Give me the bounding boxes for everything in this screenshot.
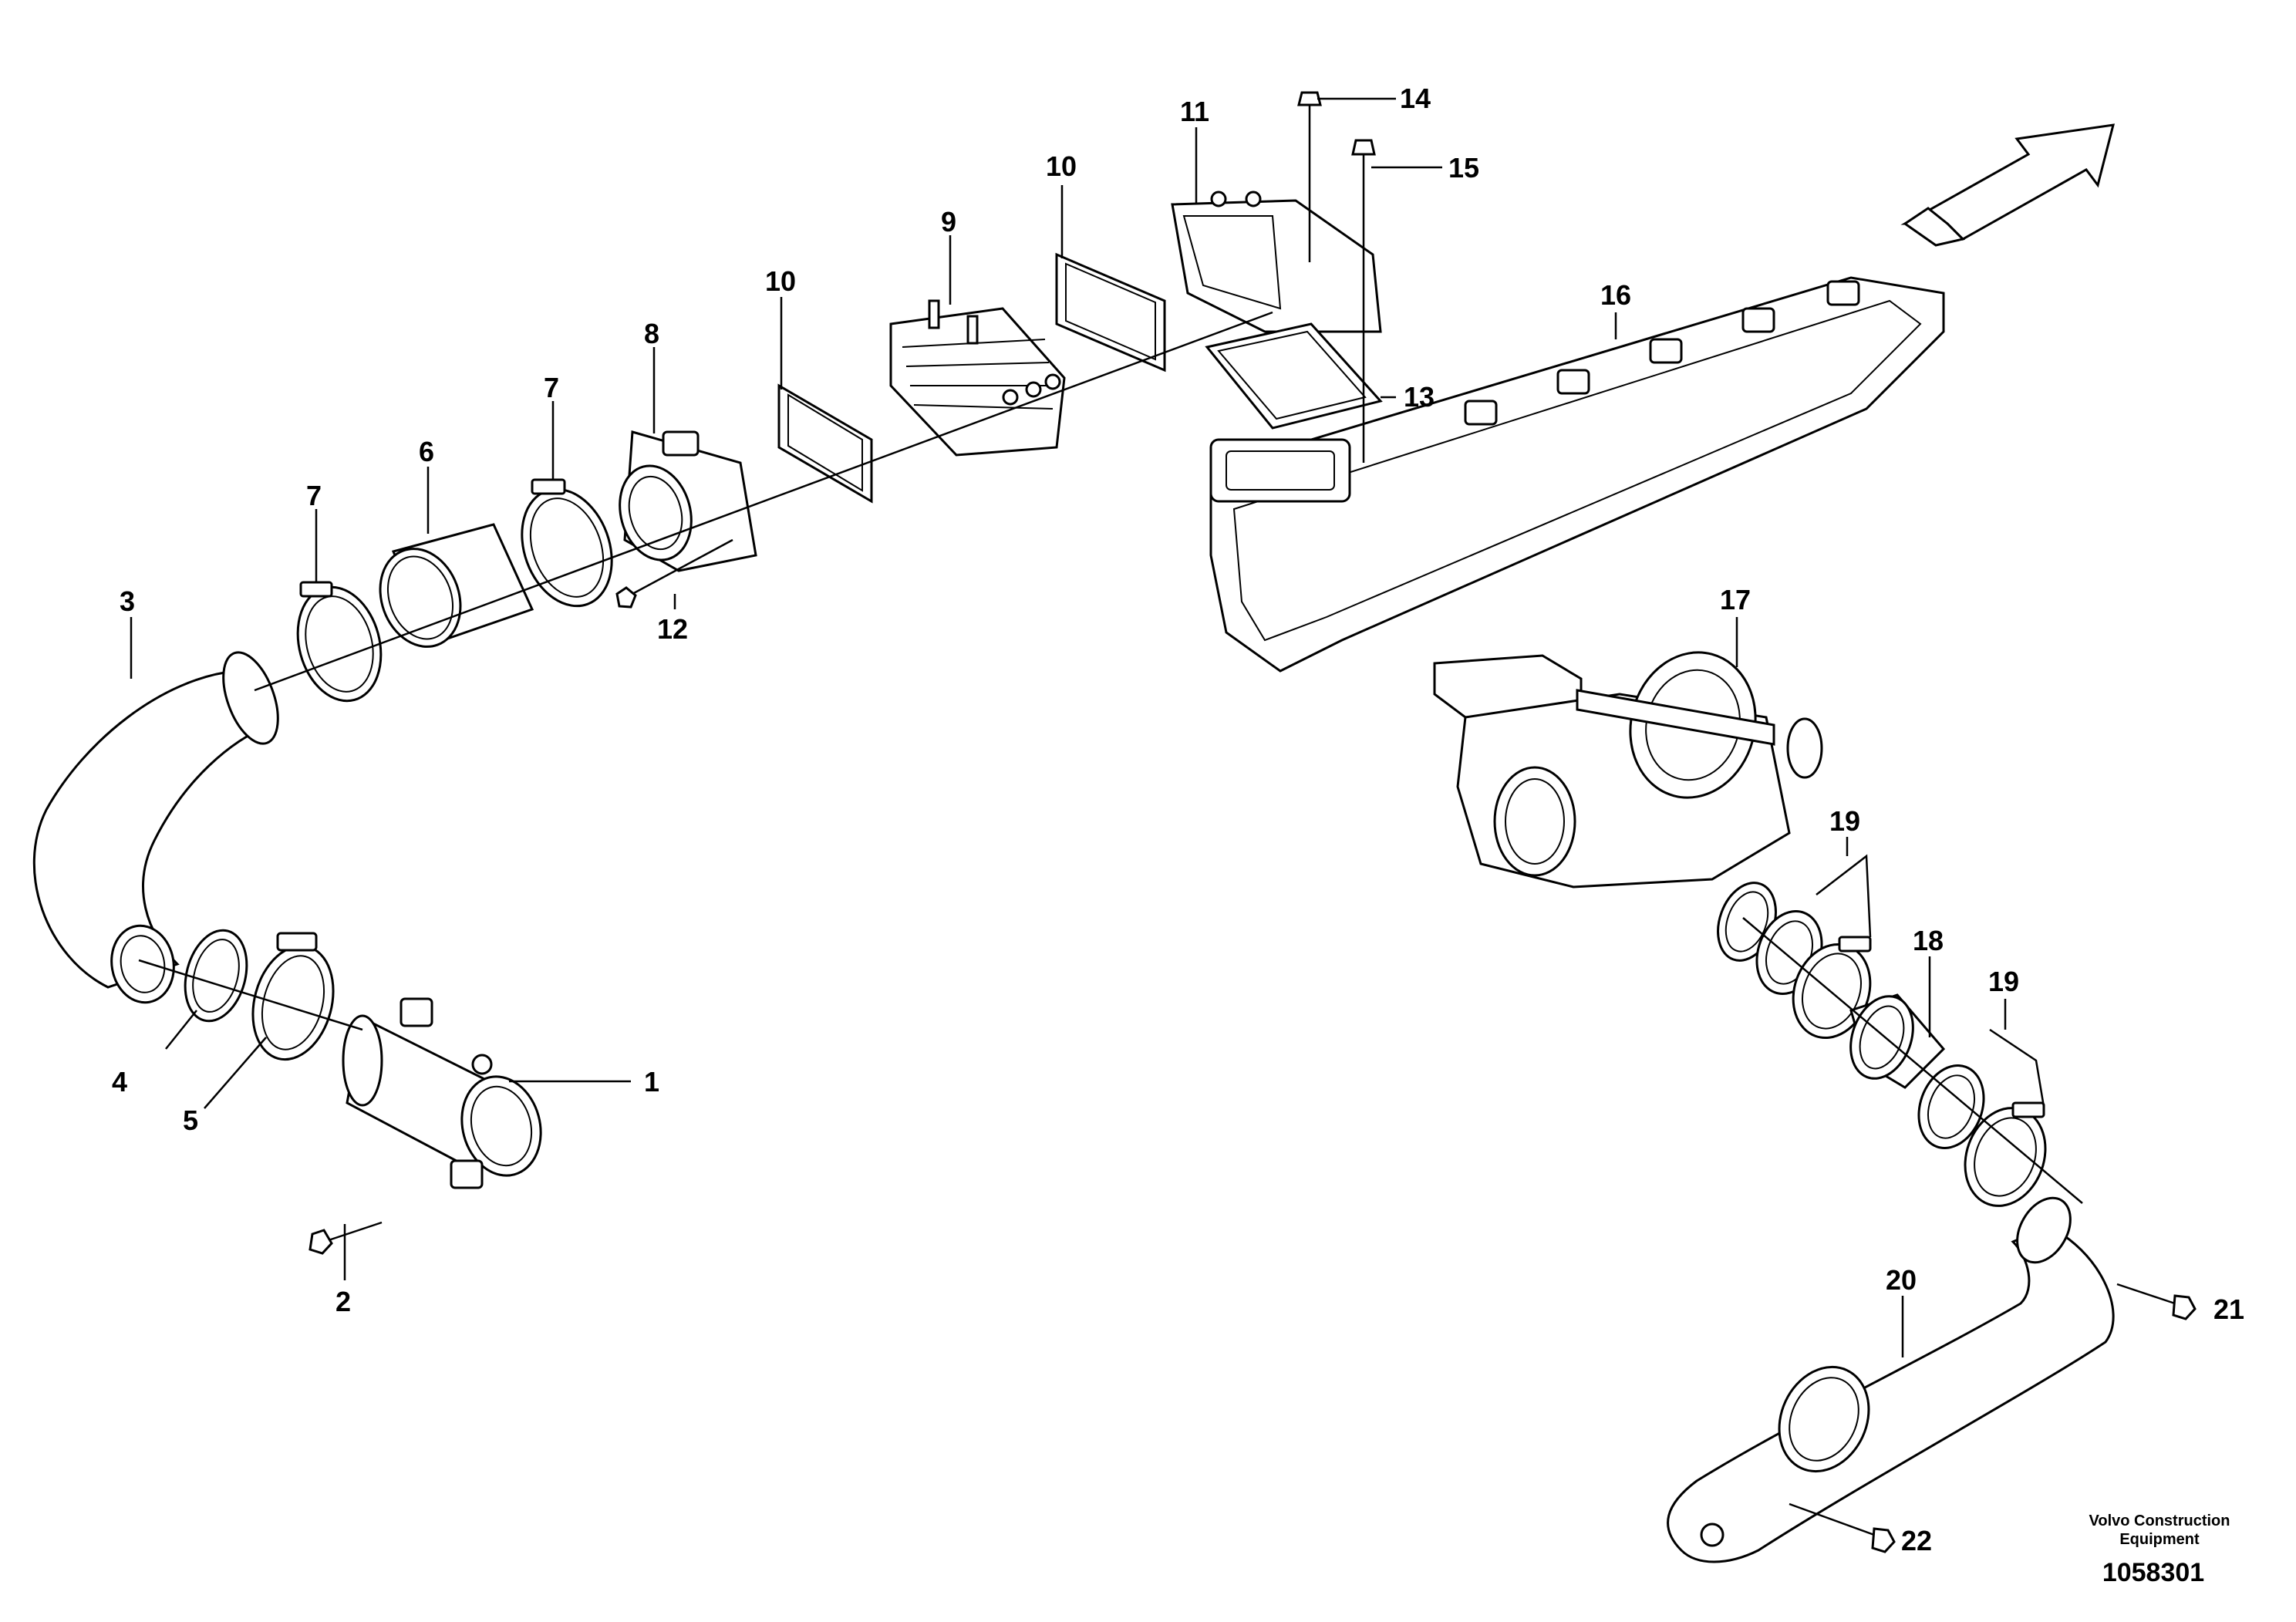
footer: Volvo Construction Equipment 1058301 <box>2089 1512 2230 1587</box>
callout-2: 2 <box>335 1286 351 1317</box>
callout-19b: 19 <box>1988 966 2019 997</box>
gasket-part-13 <box>1205 322 1383 430</box>
callout-7a: 7 <box>306 480 322 511</box>
pipe-part-1 <box>342 997 542 1189</box>
axis-line-upper <box>254 311 1273 692</box>
callout-21: 21 <box>2213 1293 2244 1325</box>
o-ring-part-4 <box>184 929 248 1023</box>
heater-part-9 <box>889 299 1066 457</box>
callout-22: 22 <box>1901 1525 1932 1556</box>
bolt-part-14 <box>1297 91 1322 231</box>
coupling-part-18 <box>1849 993 1946 1089</box>
callout-8: 8 <box>644 318 659 349</box>
callout-12: 12 <box>657 613 688 645</box>
callout-10b: 10 <box>1046 150 1077 182</box>
callout-3: 3 <box>120 585 135 617</box>
manifold-part-16 <box>1209 276 1945 673</box>
bolt-part-2 <box>308 1221 383 1255</box>
axis-line-right <box>1742 917 2083 1204</box>
callout-6: 6 <box>419 436 434 467</box>
gasket-part-10b <box>1055 252 1166 373</box>
callout-13: 13 <box>1404 381 1435 413</box>
housing-part-8 <box>619 430 757 572</box>
callout-labels: 1 2 3 4 5 6 7 7 8 9 10 10 11 12 13 14 15… <box>112 83 2244 1556</box>
callout-17: 17 <box>1720 584 1751 615</box>
hose-clamp-part-7a <box>296 581 383 703</box>
bolt-part-21 <box>2116 1283 2197 1320</box>
forward-arrow-icon <box>1900 123 2116 247</box>
callout-16: 16 <box>1600 279 1631 311</box>
callout-7b: 7 <box>544 372 559 403</box>
intake-elbow-part-11 <box>1171 191 1382 333</box>
callout-19a: 19 <box>1829 805 1860 837</box>
callout-5: 5 <box>183 1104 198 1136</box>
v-clamp-part-5 <box>251 932 335 1061</box>
callout-1: 1 <box>644 1066 659 1098</box>
bolt-part-22 <box>1789 1502 1896 1553</box>
sleeve-part-6 <box>379 523 534 648</box>
callout-11: 11 <box>1180 96 1209 127</box>
hose-clamp-part-7b <box>521 478 613 608</box>
callout-20: 20 <box>1886 1264 1917 1296</box>
bolt-part-15 <box>1351 139 1376 255</box>
hose-part-3 <box>32 651 279 1004</box>
ring-clamp-part-19a <box>1717 882 1872 1040</box>
ring-clamp-part-19b <box>1917 1064 2047 1207</box>
gasket-part-10a <box>777 383 873 504</box>
callout-18: 18 <box>1913 925 1944 956</box>
turbocharger-part-17 <box>1433 651 1823 889</box>
axis-line-left <box>138 959 363 1031</box>
bolt-part-12 <box>615 538 733 609</box>
callout-14: 14 <box>1400 83 1431 114</box>
callout-10a: 10 <box>765 265 796 297</box>
credit-line-2: Equipment <box>2119 1531 2200 1548</box>
outlet-pipe-part-20 <box>1667 1196 2115 1563</box>
document-number: 1058301 <box>2102 1558 2204 1587</box>
callout-4: 4 <box>112 1066 127 1098</box>
callout-15: 15 <box>1448 152 1479 184</box>
credit-line-1: Volvo Construction <box>2089 1512 2230 1529</box>
callout-9: 9 <box>941 206 956 238</box>
